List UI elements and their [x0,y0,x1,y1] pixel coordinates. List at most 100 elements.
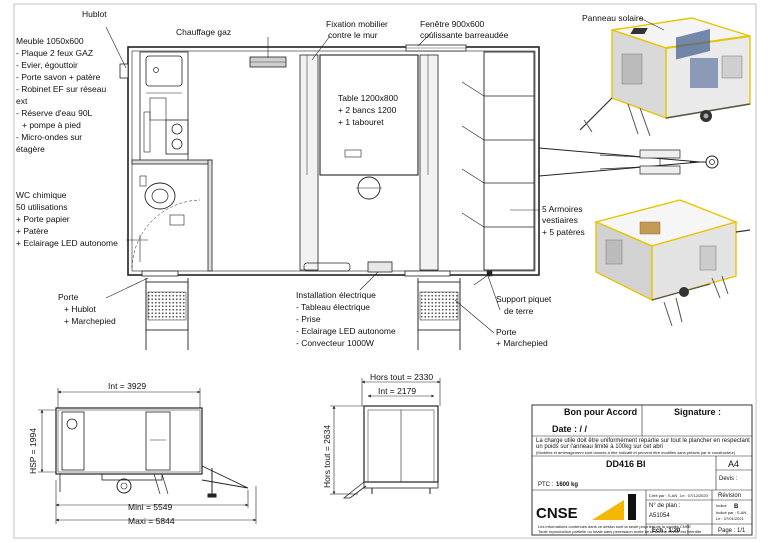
wardrobes [483,51,535,271]
devis: Devis : [719,476,738,482]
label-porte-right-1: Porte [496,327,517,337]
elec-list: Installation électrique - Tableau électr… [296,290,396,348]
meuble-line: étagère [16,144,45,154]
brand-name: CNSE [536,505,578,522]
dim-int-width: Int = 2179 [378,386,416,396]
note-line-2: un poids sur l'anneau limité à 100kg sur… [536,444,663,450]
note-line-1: La charge utile doit être uniformément r… [536,438,750,444]
convector [303,262,351,272]
elec-line: - Tableau électrique [296,302,370,312]
floor-plan [119,44,719,350]
format: A4 [728,459,739,469]
label-porte-left-2: + Hublot [64,304,97,314]
label-fixation-2: contre le mur [328,30,378,40]
wc-line: WC chimique [16,190,67,200]
side-dims [38,388,257,524]
meuble-line: + pompe à pied [22,120,81,130]
side-door-right [145,411,171,471]
meuble-line: Meuble 1050x600 [16,36,84,46]
meuble-line: - Porte savon + patère [16,72,101,82]
dim-maxi: Maxi = 5844 [128,516,175,526]
toilet [144,182,176,210]
brand-logo-icon [592,494,636,520]
label-porte-left-3: + Marchepied [64,316,116,326]
label-table-3: + 1 tabouret [338,117,384,127]
meuble-list: Meuble 1050x600 - Plaque 2 feux GAZ - Ev… [16,36,107,154]
label-fenetre-1: Fenêtre 900x600 [420,19,485,29]
label-porte-right-2: + Marchepied [496,338,548,348]
label-armoires-3: + 5 patères [542,227,585,237]
label-armoires-1: 5 Armoires [542,204,583,214]
side-view [55,407,249,498]
wc-line: + Porte papier [16,214,70,224]
label-porte-left-1: Porte [58,292,79,302]
no-plan-label: N° de plan : [649,503,681,509]
title-block [531,404,753,536]
label-support-1: Support piquet [496,294,552,304]
footer-line-1: Les informations contenues dans ce dessi… [538,524,691,529]
front-dims [330,378,441,495]
meuble-line: - Robinet EF sur réseau [16,84,107,94]
elec-line: Installation électrique [296,290,376,300]
echelle: Ech : 1:20 [652,528,681,534]
page-number: Page : 1/1 [718,528,746,534]
side-wheel [116,478,132,494]
ptc-value: 1600 kg [556,482,578,488]
kitchen-unit [139,51,189,163]
cree-le: Le : 07/12/2020 [680,493,709,498]
sink [145,55,183,87]
iso-view-solar [579,17,751,137]
cree-par: Créé par : S.AN [649,493,677,498]
meuble-line: - Evier, égouttoir [16,60,78,70]
label-fenetre-2: coulissante barreaudée [420,30,509,40]
meuble-line: - Réserve d'eau 90L [16,108,93,118]
gas-cooktop [165,119,189,155]
meuble-line: - Plaque 2 feux GAZ [16,48,93,58]
meuble-line: ext [16,96,28,106]
table [319,54,419,176]
earth-stake-support [486,270,493,277]
indice-par: Indicé par : S.AN [716,510,746,515]
label-armoires-2: vestiaires [542,215,578,225]
water-tank [149,97,167,121]
label-table-2: + 2 bancs 1200 [338,105,397,115]
plan-porthole [119,63,129,79]
solar-panel-shape [630,28,648,34]
label-chauffage: Chauffage gaz [176,27,231,37]
dim-int-length: Int = 3929 [108,381,146,391]
revision: Révision [718,493,741,499]
label-fixation-1: Fixation mobilier [326,19,388,29]
plan-outer-wall [127,46,540,276]
wc-list: WC chimique 50 utilisations + Porte papi… [16,190,118,248]
signature: Signature : [674,407,721,417]
elec-line: - Convecteur 1000W [296,338,374,348]
iso-view-interior [593,28,751,327]
label-table-1: Table 1200x800 [338,93,398,103]
electric-panel [367,261,393,273]
side-porthole [66,418,78,430]
elec-line: - Eclairage LED autonome [296,326,396,336]
side-door-left [61,411,85,471]
label-support-2: de terre [504,306,534,316]
label-panneau-solaire: Panneau solaire [582,13,644,23]
dim-hors-tout-width: Hors tout = 2330 [370,372,433,382]
wc-partition [207,159,213,272]
plan-leaders [105,26,540,334]
wc-line: + Eclairage LED autonome [16,238,118,248]
bon-pour-accord: Bon pour Accord [564,407,637,417]
dim-hors-tout-height: Hors tout = 2634 [322,425,332,488]
elec-line: - Prise [296,314,321,324]
note-line-3: (Modèles et aménagement sont donnés à ti… [536,450,736,455]
footer-line-2: Toute reproduction partielle ou totale s… [538,529,702,534]
front-view [342,405,439,499]
date-field: Date : / / [552,424,588,434]
label-hublot: Hublot [82,9,107,19]
side-body [55,407,203,475]
dim-mini: Mini = 5549 [128,502,172,512]
indice-le: Le : 07/01/2021 [716,516,745,521]
title-block-text: Bon pour Accord Signature : Date : / / L… [536,407,750,534]
hitch-ring [705,155,719,169]
indice-value: B [734,504,739,510]
model-name: DD416 BI [606,459,646,469]
